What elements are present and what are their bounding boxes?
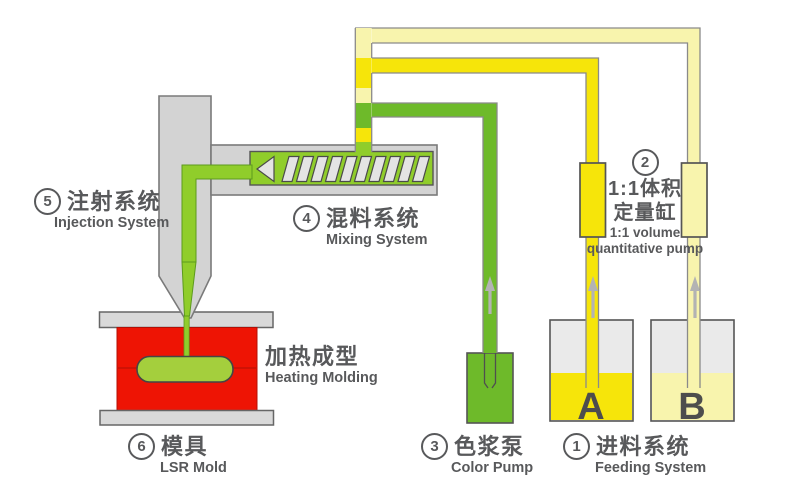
material-a-letter: A [577, 386, 604, 428]
mold-label-zh: 模具 [161, 433, 209, 459]
flow-arrow-up-icon [690, 276, 700, 318]
screw-flight [397, 155, 416, 183]
metering-label-en1: 1:1 volume [609, 225, 681, 241]
feed-pipe-segment-paste [355, 103, 372, 128]
metering-label-zh2: 定量缸 [613, 201, 677, 224]
screw-flight [368, 155, 387, 183]
circled-number-icon: 5 [34, 188, 61, 215]
metering-label-en2: quantitative pump [586, 241, 704, 257]
sprue-line [183, 315, 190, 359]
screw-flight [339, 155, 358, 183]
label-heating-molding: 加热成型 Heating Molding [265, 344, 378, 387]
mold-bottom-plate [99, 409, 275, 426]
screw-flight [382, 155, 402, 183]
screw-tip [255, 155, 275, 183]
circled-number-icon: 2 [631, 149, 659, 176]
color-pump-inlet-tube [483, 353, 497, 389]
circled-number-icon: 4 [293, 205, 320, 232]
flow-arrow-up-icon [485, 276, 495, 314]
label-lsr-mold: 6 模具 LSR Mold [128, 433, 227, 477]
pipe-b-outline [355, 27, 701, 388]
label-injection-system: 5 注射系统 Injection System [34, 188, 169, 232]
feed-pipe-outline [354, 28, 373, 152]
metering-cylinder-b [680, 162, 708, 238]
label-color-pump: 3 色浆泵 Color Pump [421, 433, 533, 477]
feed-pipe-segment-a [355, 128, 372, 142]
label-mixing-system: 4 混料系统 Mixing System [293, 205, 428, 249]
color-pump-label-zh: 色浆泵 [454, 433, 525, 459]
mixture-pipe-nozzle [181, 261, 197, 317]
screw-flight [310, 155, 329, 183]
color-pump-label-en: Color Pump [451, 460, 534, 476]
color-pump-body [466, 352, 514, 424]
feed-pipe-segment-b [355, 28, 372, 58]
pipe-color-paste-outline [372, 102, 498, 353]
mold-label-en: LSR Mold [160, 460, 227, 476]
label-feeding-system: 1 进料系统 Feeding System [563, 433, 706, 477]
feed-pipe-segment-b [355, 88, 372, 103]
screw-flight [411, 155, 431, 183]
heating-label-en: Heating Molding [265, 369, 378, 386]
pipe-a-outline [372, 57, 600, 388]
metering-label-zh1: 1:1体积 [608, 178, 682, 200]
circled-number-icon: 6 [128, 433, 155, 460]
feeding-label-zh: 进料系统 [596, 433, 691, 459]
injection-label-en: Injection System [54, 215, 170, 231]
mixing-label-zh: 混料系统 [326, 205, 421, 231]
screw-flight [281, 155, 300, 183]
injection-label-zh: 注射系统 [67, 188, 162, 214]
feed-pipe-segment-mixture [355, 142, 372, 153]
circled-number-icon: 3 [421, 433, 448, 460]
screw-flight [353, 155, 373, 183]
heating-label-zh: 加热成型 [265, 344, 360, 369]
screw-flight [295, 155, 315, 183]
mixing-label-en: Mixing System [326, 232, 428, 248]
pipe-color-paste-fill [372, 103, 497, 353]
material-b-letter: B [678, 386, 705, 428]
screw-flight [324, 155, 344, 183]
circled-number-icon: 1 [563, 433, 590, 460]
feeding-label-en: Feeding System [595, 460, 707, 476]
molded-part [136, 355, 234, 383]
feed-pipe-segment-a [355, 58, 372, 88]
metering-cylinder-a [579, 162, 607, 238]
flow-arrow-up-icon [588, 276, 598, 318]
label-metering-pump: 2 1:1体积 定量缸 1:1 volume quantitative pump [575, 149, 715, 257]
